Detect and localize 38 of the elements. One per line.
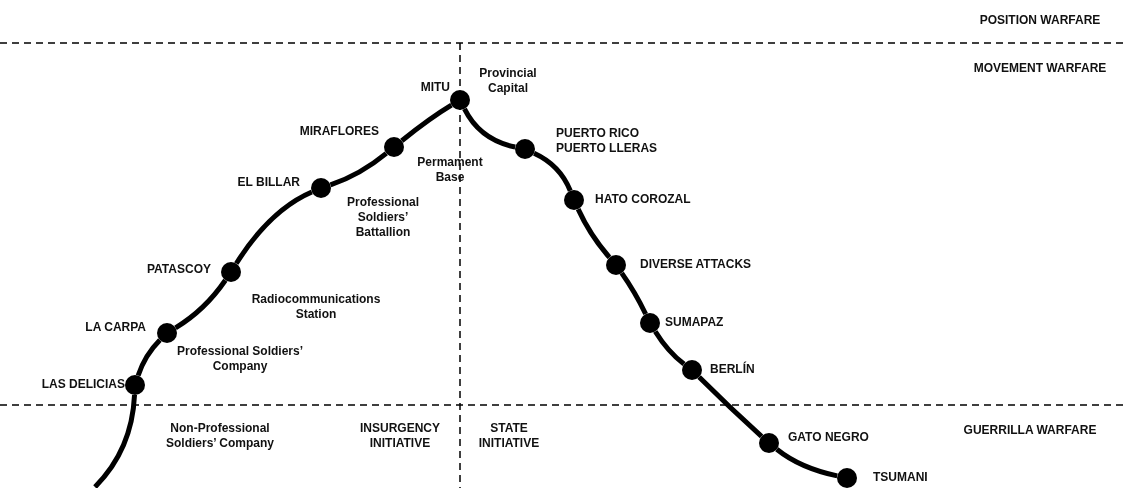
place-name: BERLÍN bbox=[710, 362, 755, 377]
region-label: STATE INITIATIVE bbox=[477, 421, 541, 451]
region-label: POSITION WARFARE bbox=[978, 13, 1102, 28]
route-curve bbox=[462, 107, 516, 150]
annotation-text: Provincial Capital bbox=[478, 66, 538, 96]
route-curve bbox=[234, 189, 313, 265]
place-name: EL BILLAR bbox=[237, 175, 300, 190]
place-name: PATASCOY bbox=[147, 262, 211, 277]
route-curve bbox=[533, 150, 573, 192]
route-curve bbox=[575, 208, 612, 260]
route-curve bbox=[775, 447, 838, 479]
route-curve bbox=[135, 338, 162, 377]
annotation-text: Permament Base bbox=[416, 155, 484, 185]
route-curve bbox=[619, 271, 648, 316]
place-name: TSUMANI bbox=[873, 470, 928, 485]
region-label: MOVEMENT WARFARE bbox=[972, 61, 1108, 76]
region-label: GUERRILLA WARFARE bbox=[962, 423, 1098, 438]
route-curve bbox=[174, 278, 228, 330]
place-name: GATO NEGRO bbox=[788, 430, 869, 445]
region-label: INSURGENCY INITIATIVE bbox=[359, 421, 441, 451]
place-name: PUERTO LLERAS bbox=[556, 141, 658, 156]
place-name: LAS DELICIAS bbox=[41, 377, 125, 392]
route-curve bbox=[329, 151, 388, 188]
place-name: DIVERSE ATTACKS bbox=[640, 257, 752, 272]
region-label: Non-Professional Soldiers’ Company bbox=[165, 421, 275, 451]
route-curve bbox=[93, 394, 138, 488]
route-curve bbox=[653, 330, 686, 366]
route-curve bbox=[400, 103, 453, 143]
place-name: LA CARPA bbox=[85, 320, 146, 335]
place-name: PUERTO RICO bbox=[556, 126, 641, 141]
route-curve bbox=[697, 375, 764, 439]
annotation-text: Professional Soldiers’ Battallion bbox=[346, 195, 420, 240]
annotation-text: Radiocommunications Station bbox=[250, 292, 382, 322]
place-name: MIRAFLORES bbox=[299, 124, 379, 139]
annotation-text: Professional Soldiers’ Company bbox=[175, 344, 304, 374]
place-name: MITU bbox=[420, 80, 450, 95]
place-name: SUMAPAZ bbox=[665, 315, 724, 330]
place-name: HATO COROZAL bbox=[595, 192, 691, 207]
